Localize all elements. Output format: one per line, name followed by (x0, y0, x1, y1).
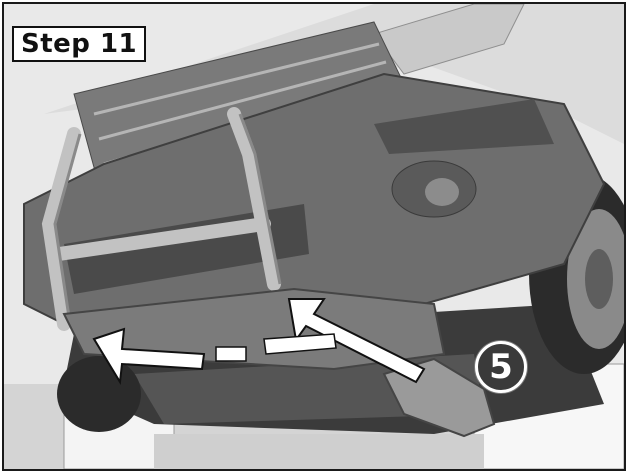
arrow-left (92, 327, 206, 386)
marker-strip (263, 333, 337, 355)
step-label: Step 11 (12, 26, 147, 62)
lift-rail (154, 434, 484, 469)
wheel-hub (585, 249, 613, 309)
part-callout-badge: 5 (475, 341, 527, 393)
bull-bar-shading (53, 113, 282, 325)
bull-bar (41, 107, 281, 331)
front-left-tire (57, 356, 141, 432)
vehicle-underside-photo (4, 4, 624, 469)
side-vent (374, 99, 554, 154)
fog-light (425, 178, 459, 206)
marker-tab (215, 346, 247, 362)
headlight (373, 4, 525, 75)
